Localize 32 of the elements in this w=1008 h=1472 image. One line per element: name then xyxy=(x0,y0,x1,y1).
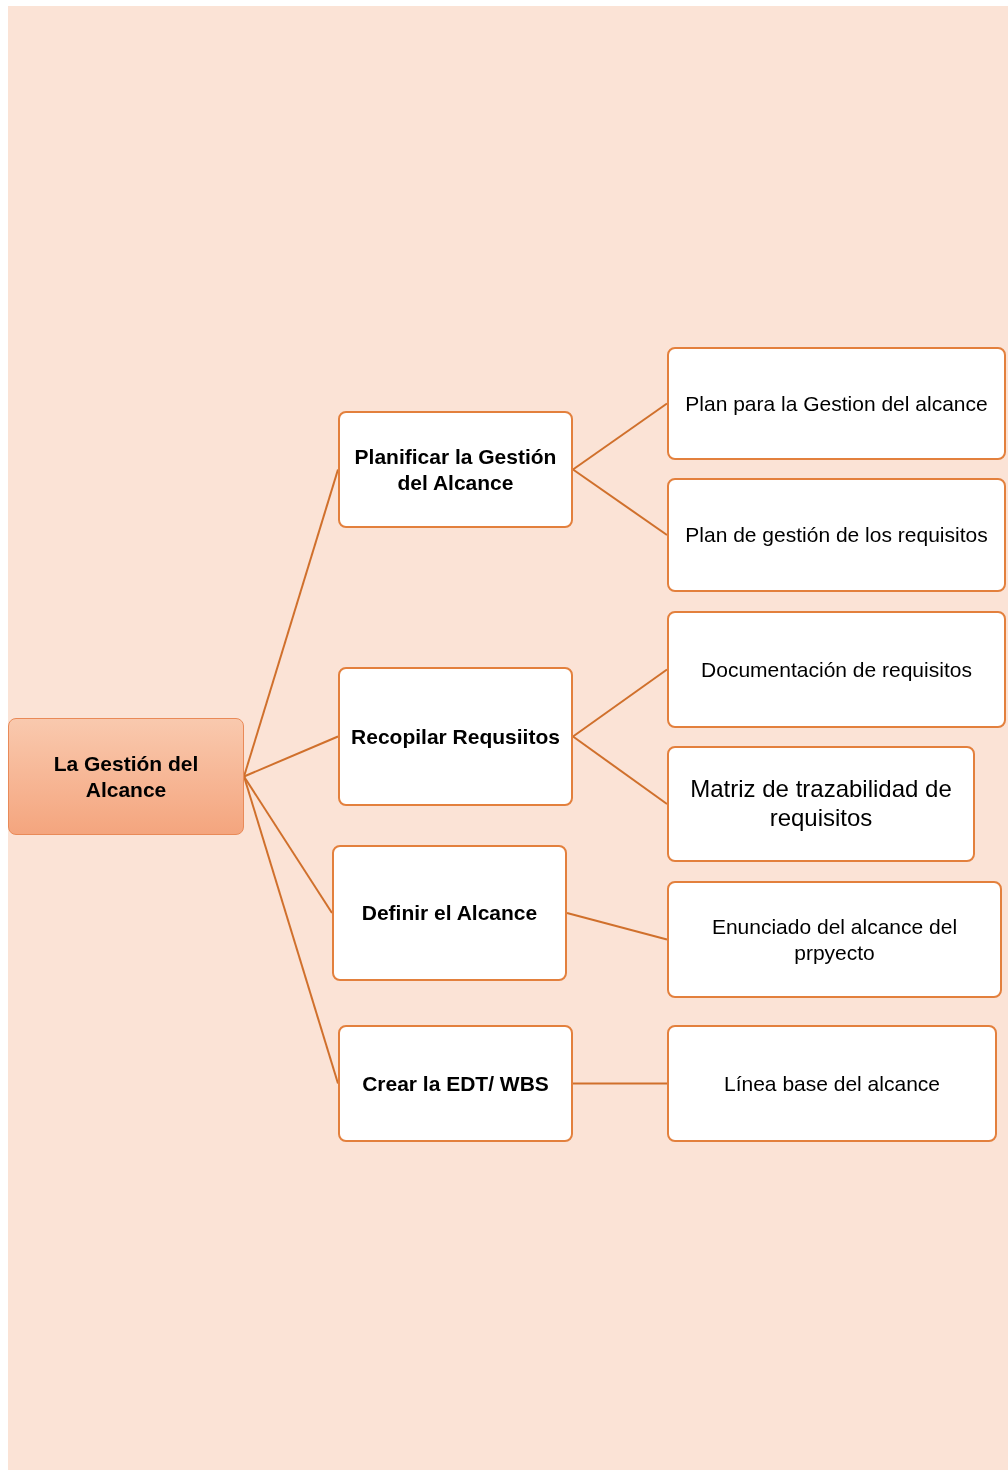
connector-line xyxy=(572,668,668,738)
connector-line xyxy=(243,775,339,1085)
connector-line xyxy=(572,1082,668,1085)
box-label: Línea base del alcance xyxy=(724,1070,940,1097)
connector-line xyxy=(243,735,339,778)
connector-line xyxy=(572,402,668,471)
connector-line xyxy=(572,468,668,536)
box-label: Plan para la Gestion del alcance xyxy=(685,390,988,417)
output-box xyxy=(667,1025,997,1142)
box-label: Planificar la Gestión del Alcance xyxy=(353,444,558,495)
box-label: Definir el Alcance xyxy=(361,900,538,926)
box-label: Documentación de requisitos xyxy=(701,656,972,683)
box-label: Recopilar Requsiitos xyxy=(351,723,560,750)
process-box xyxy=(338,411,573,528)
box-label: Matriz de trazabilidad de requisitos xyxy=(689,775,953,833)
process-box xyxy=(338,667,573,806)
box-label: Enunciado del alcance del prpyecto xyxy=(710,914,959,965)
connector-line xyxy=(243,468,339,778)
box-label: Plan de gestión de los requisitos xyxy=(685,522,988,548)
output-box xyxy=(667,347,1006,460)
box-label: Crear la EDT/ WBS xyxy=(362,1070,549,1097)
process-box xyxy=(338,1025,573,1142)
output-box xyxy=(667,478,1006,592)
process-box xyxy=(332,845,567,981)
output-box xyxy=(667,611,1006,728)
output-box xyxy=(667,881,1002,998)
connector-line xyxy=(566,912,668,941)
output-box xyxy=(667,746,975,862)
root-box xyxy=(8,718,244,835)
box-label: La Gestión del Alcance xyxy=(52,751,200,802)
connector-line xyxy=(243,775,333,914)
connector-line xyxy=(572,735,668,805)
